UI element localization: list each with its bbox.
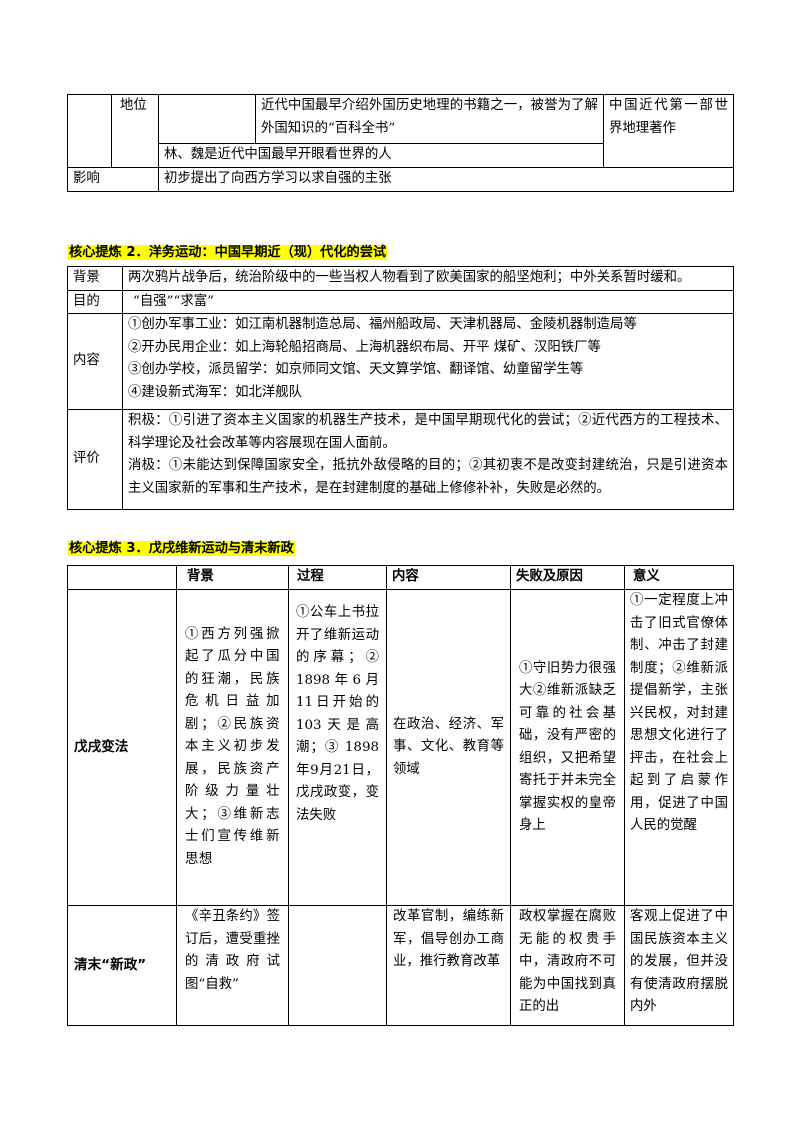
table-self-strengthening: 背景 两次鸦片战争后，统治阶级中的一些当权人物看到了欧美国家的船坚炮利；中外关系… — [67, 266, 734, 510]
background-text: 两次鸦片战争后，统治阶级中的一些当权人物看到了欧美国家的船坚炮利；中外关系暂时缓… — [122, 266, 734, 291]
blank-cell — [67, 94, 112, 168]
header-background: 背景 — [176, 565, 289, 590]
new-policy-process — [288, 905, 387, 1026]
header-content: 内容 — [386, 565, 511, 590]
evaluation-positive: 积极：①引进了资本主义国家的机器生产技术，是中国早期现代化的尝试；②近代西方的工… — [128, 413, 728, 451]
section-heading-2: 核心提炼 2．洋务运动：中国早期近（现）代化的尝试 — [68, 245, 388, 260]
wuxu-background: ①西方列强掀起了瓜分中国的狂潮，民族危机日益加剧；②民族资本主义初步发展，民族资… — [176, 589, 289, 906]
evaluation-negative: 消极：①未能达到保障国家安全，抵抗外敌侵略的目的；②其初衷不是改变封建统治，只是… — [128, 458, 728, 496]
header-failure: 失败及原因 — [510, 565, 625, 590]
purpose-text: “自强”“求富” — [122, 289, 734, 314]
row-name-wuxu: 戊戌变法 — [67, 589, 177, 906]
position-text-c: 林、魏是近代中国最早开眼看世界的人 — [158, 143, 604, 168]
table-lin-wei: 地位 近代中国最早介绍外国历史地理的书籍之一，被誉为了解外国知识的“百科全书” … — [67, 94, 734, 192]
evaluation-text: 积极：①引进了资本主义国家的机器生产技术，是中国早期现代化的尝试；②近代西方的工… — [122, 409, 734, 510]
row-label-purpose: 目的 — [67, 289, 123, 314]
content-item: ②开办民用企业：如上海轮船招商局、上海机器织布局、开平 煤矿、汉阳铁厂等 — [128, 339, 601, 355]
row-label-position: 地位 — [111, 94, 159, 168]
section-heading-3: 核心提炼 3．戊戌维新运动与清末新政 — [68, 541, 295, 556]
position-text-b: 中国近代第一部世界地理著作 — [603, 94, 734, 168]
position-text-a: 近代中国最早介绍外国历史地理的书籍之一，被誉为了解外国知识的“百科全书” — [255, 94, 604, 144]
content-item: ④建设新式海军：如北洋舰队 — [128, 384, 303, 400]
content-item: ①创办军事工业：如江南机器制造总局、福州船政局、天津机器局、金陵机器制造局等 — [128, 317, 637, 332]
row-label-content: 内容 — [67, 313, 123, 410]
wuxu-significance: ①一定程度上冲击了旧式官僚体制、冲击了封建制度；②维新派提倡新学，主张兴民权，对… — [624, 589, 734, 906]
blank-cell — [158, 94, 256, 144]
row-label-background: 背景 — [67, 266, 123, 291]
new-policy-failure: 政权掌握在腐败无能的权贵手中，清政府不可能为中国找到真正的出 — [510, 905, 625, 1026]
new-policy-content: 改革官制，编练新军，倡导创办工商业，推行教育改革 — [386, 905, 511, 1026]
table-reform: 背景 过程 内容 失败及原因 意义 戊戌变法 ①西方列强掀起了瓜分中国的狂潮，民… — [67, 565, 734, 1026]
new-policy-significance: 客观上促进了中国民族资本主义的发展，但并没有使清政府摆脱内外 — [624, 905, 734, 1026]
header-blank — [67, 565, 177, 590]
wuxu-process: ①公车上书拉开了维新运动的序幕；② 1898年6月11日开始的103天是高潮；③… — [288, 589, 387, 906]
header-process: 过程 — [288, 565, 387, 590]
new-policy-background: 《辛丑条约》签订后，遭受重挫的清政府试图“自救” — [176, 905, 289, 1026]
row-name-new-policy: 清末“新政” — [67, 905, 177, 1026]
influence-text: 初步提出了向西方学习以求自强的主张 — [158, 167, 734, 192]
header-significance: 意义 — [624, 565, 734, 590]
content-item: ③创办学校，派员留学：如京师同文馆、天文算学馆、翻译馆、幼童留学生等 — [128, 362, 584, 377]
row-label-evaluation: 评价 — [67, 409, 123, 510]
wuxu-content: 在政治、经济、军事、文化、教育等领域 — [386, 589, 511, 906]
row-label-influence: 影响 — [67, 167, 159, 192]
wuxu-failure: ①守旧势力很强大②维新派缺乏可靠的社会基础，没有严密的组织，又把希望寄托于并未完… — [510, 589, 625, 906]
content-list: ①创办军事工业：如江南机器制造总局、福州船政局、天津机器局、金陵机器制造局等 ②… — [122, 313, 734, 410]
